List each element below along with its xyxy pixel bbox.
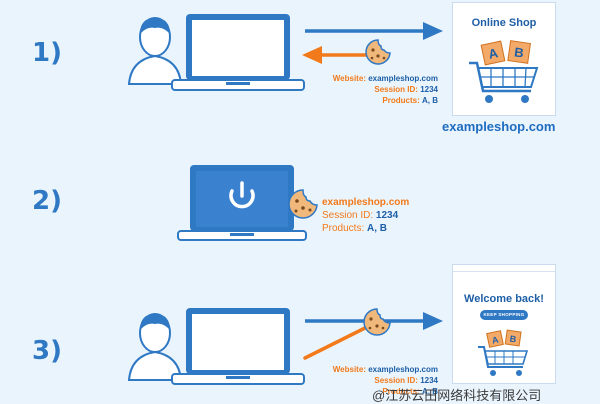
response-arrow [302,46,370,64]
shop-title: Online Shop [471,17,537,29]
website-value: exampleshop.com [368,74,438,83]
cookie-icon-3 [363,308,391,336]
cookie-details-2: exampleshop.com Session ID: 1234 Product… [322,196,409,235]
watermark: @江苏云田网络科技有限公司 [372,388,542,403]
step-number-3: 3) [32,336,62,366]
window-titlebar [453,265,555,272]
box-a-label: A [487,45,500,62]
cookie-details-1: Website: exampleshop.com Session ID: 123… [300,73,438,106]
website-value-3: exampleshop.com [368,365,438,374]
session-value-2: 1234 [375,210,399,221]
online-shop-window: Online Shop A B [452,2,556,116]
session-label-3: Session ID: [374,376,418,385]
session-label-2: Session ID: [322,210,374,221]
shop-window-3: Welcome back! KEEP SHOPPING A B [452,264,556,384]
products-label-3: Products: [382,387,420,396]
shopping-cart-icon: A B [469,40,539,103]
cookie-send-curve [303,324,371,360]
welcome-message: Welcome back! [464,293,544,305]
session-value-3: 1234 [420,376,438,385]
keep-shopping-button[interactable]: KEEP SHOPPING [480,310,528,320]
box-a-label-3: A [491,334,500,345]
shop-domain: exampleshop.com [442,119,556,134]
step-number-2: 2) [32,186,62,216]
products-value: A, B [422,96,438,105]
laptop-off-icon [177,165,307,241]
user-icon [127,17,183,85]
session-value: 1234 [420,85,438,94]
products-label-2: Products: [322,223,365,234]
laptop-icon [171,14,305,91]
website-label-3: Website: [332,365,366,374]
website-value-2: exampleshop.com [322,197,410,208]
products-label: Products: [382,96,420,105]
request-arrow [305,22,443,40]
session-label: Session ID: [374,85,418,94]
products-value-2: A, B [367,223,388,234]
shopping-cart-icon-3: A B [478,329,529,376]
cookie-icon-2 [288,189,318,219]
box-b-label: B [513,44,524,60]
products-value-3: A, B [422,387,438,396]
box-b-label-3: B [509,334,517,345]
step-number-1: 1) [32,38,62,68]
laptop-icon-3 [171,308,305,385]
cookie-details-3: Website: exampleshop.com Session ID: 123… [300,364,438,397]
website-label: Website: [332,74,366,83]
user-icon-3 [127,313,183,381]
cookie-icon [365,39,391,65]
